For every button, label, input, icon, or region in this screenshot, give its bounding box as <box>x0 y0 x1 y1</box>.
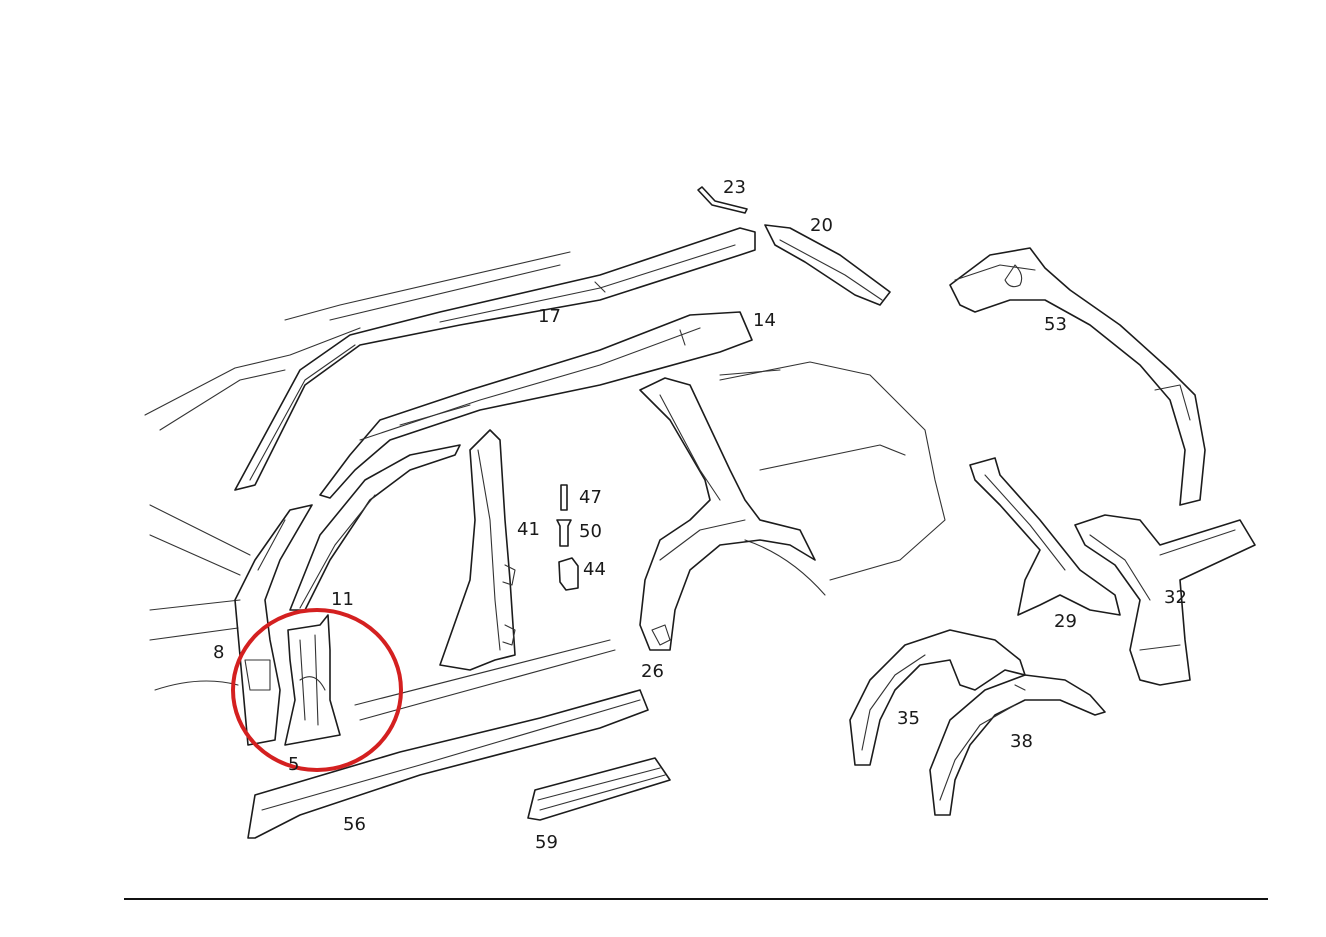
part-23-strip <box>697 186 748 214</box>
part-41-b-pillar <box>439 429 516 671</box>
part-20-rail <box>764 224 891 306</box>
part-labels: 23 20 17 14 53 47 50 44 41 11 8 5 26 29 … <box>213 177 1187 853</box>
part-35-wheel-housing <box>849 629 1026 766</box>
part-17-roof-rail <box>234 227 756 491</box>
label-29: 29 <box>1054 611 1077 632</box>
part-59-sill-plate <box>527 757 671 821</box>
label-17: 17 <box>538 306 561 327</box>
part-8-a-pillar <box>234 504 313 746</box>
label-23: 23 <box>723 177 746 198</box>
label-14: 14 <box>753 310 776 331</box>
part-29-inner-quarter <box>969 457 1121 616</box>
label-32: 32 <box>1164 587 1187 608</box>
label-53: 53 <box>1044 314 1067 335</box>
label-26: 26 <box>641 661 664 682</box>
part-5-b-pillar <box>284 614 341 746</box>
part-26-rear-arch <box>639 377 816 651</box>
label-8: 8 <box>213 642 224 663</box>
label-56: 56 <box>343 814 366 835</box>
car-body-outline <box>144 251 946 721</box>
label-47: 47 <box>579 487 602 508</box>
label-41: 41 <box>517 519 540 540</box>
label-20: 20 <box>810 215 833 236</box>
label-35: 35 <box>897 708 920 729</box>
label-38: 38 <box>1010 731 1033 752</box>
label-44: 44 <box>583 559 606 580</box>
part-56-sill <box>247 689 649 839</box>
part-32-rear-pillar <box>1074 514 1256 686</box>
part-11-inner-pillar <box>289 444 461 611</box>
fastener-group <box>556 484 579 591</box>
part-53-rear-frame <box>949 247 1206 506</box>
part-14-side-rail <box>319 311 753 499</box>
label-59: 59 <box>535 832 558 853</box>
label-50: 50 <box>579 521 602 542</box>
part-38-wheel-housing <box>929 674 1106 816</box>
highlight-circle <box>231 608 403 772</box>
label-5: 5 <box>288 754 299 775</box>
label-11: 11 <box>331 589 354 610</box>
